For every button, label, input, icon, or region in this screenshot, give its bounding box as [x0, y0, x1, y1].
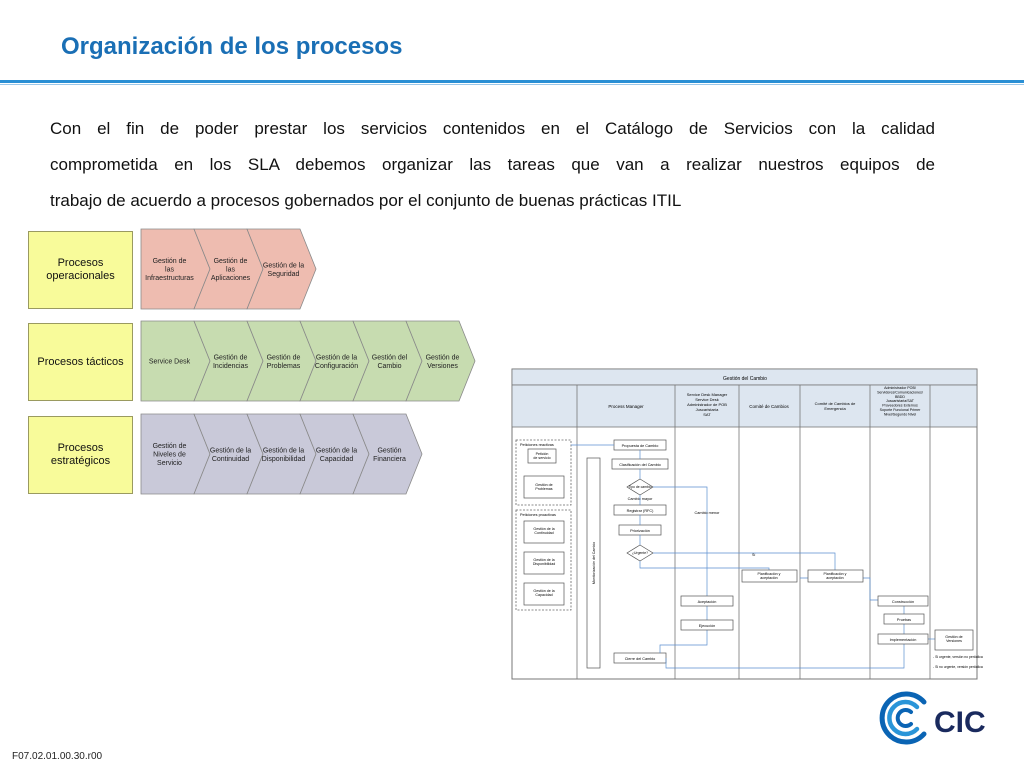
sd-ejecucion: Ejecución: [699, 624, 715, 628]
group-proactive: [515, 509, 572, 611]
label-cambio-menor: Cambio menor: [695, 511, 721, 515]
paragraph-line: Con el fin de poder prestar los servicio…: [50, 119, 935, 138]
admin-pruebas: Pruebas: [897, 618, 911, 622]
cic-logo-mark: [879, 691, 927, 745]
group-proactive-label: Peticiones proactivas: [520, 513, 556, 517]
sd-aceptacion: Aceptación: [698, 600, 717, 604]
intro-paragraph: Con el fin de poder prestar los servicio…: [50, 111, 935, 219]
note-urgent: - Si urgente, versión no periódica: [933, 655, 983, 659]
group-reactive: [515, 439, 572, 506]
group-reactive-label: Peticiones reactivas: [520, 443, 554, 447]
category-strategic: Procesos estratégicos: [28, 416, 133, 494]
paragraph-line: trabajo de acuerdo a procesos gobernados…: [50, 191, 682, 210]
process-chevron: [246, 228, 317, 310]
title-rule: [0, 80, 1024, 83]
category-operational: Procesos operacionales: [28, 231, 133, 309]
cic-logo-text: CIC: [934, 706, 986, 739]
title-rule-thin: [0, 84, 1024, 85]
lane-comite-cambios: Comité de Cambios: [749, 404, 789, 409]
note-not-urgent: - Si no urgente, versión periódica: [933, 665, 983, 669]
admin-implementacion: Implementación: [890, 638, 917, 642]
lane-process-manager: Process Manager: [608, 404, 644, 409]
label-cambio-mayor: Cambio mayor: [628, 497, 653, 501]
process-chevron: [352, 413, 423, 495]
paragraph-line: comprometida en los SLA debemos organiza…: [50, 155, 935, 174]
label-si: Sí: [752, 553, 755, 557]
footer-code: F07.02.01.00.30.r00: [12, 751, 103, 762]
lane-administradores: Administrador POB/Servidores/Comunicacio…: [877, 386, 923, 416]
step-tipo-cambio: Tipo de cambio: [628, 485, 651, 489]
process-chevron: [405, 320, 476, 402]
admin-construccion: Construcción: [892, 600, 914, 604]
flowchart-title: Gestión del Cambio: [723, 376, 767, 382]
step-urgente: ¿Urgente?: [632, 551, 648, 555]
step-registrar: Registrar (RFC): [627, 509, 655, 513]
step-propuesta: Propuesta de Cambio: [622, 444, 659, 448]
step-clasificacion: Clasificación del Cambio: [619, 463, 661, 467]
step-priorizacion: Priorización: [630, 529, 650, 533]
step-cierre: Cierre del Cambio: [625, 657, 656, 661]
slide-title: Organización de los procesos: [61, 33, 403, 60]
process-label: Service Desk: [149, 359, 191, 366]
category-tactical: Procesos tácticos: [28, 323, 133, 401]
monitor-label: Monitorización del Cambio: [592, 542, 596, 584]
